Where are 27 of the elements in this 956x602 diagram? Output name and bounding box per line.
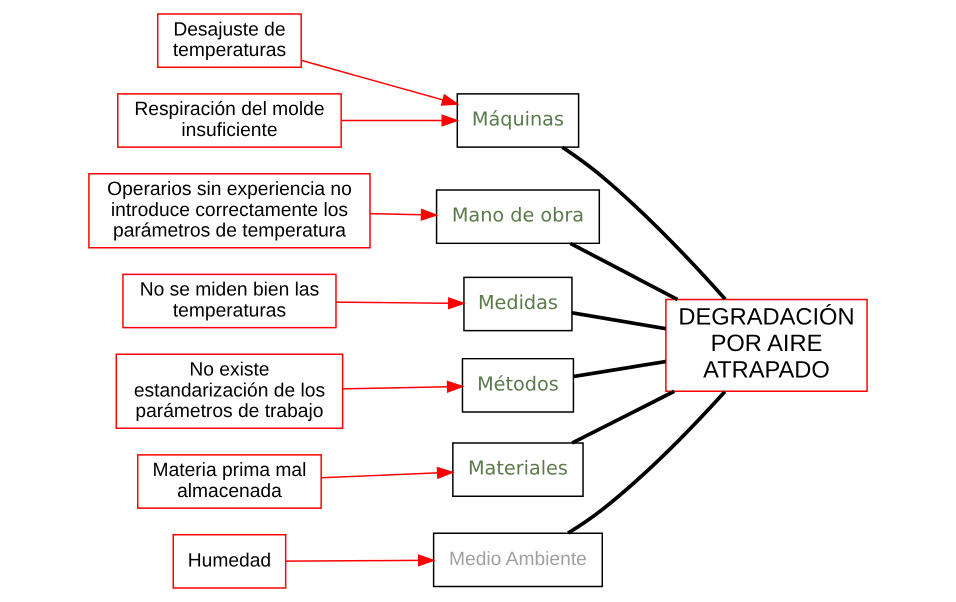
- node-box: Métodos: [462, 358, 574, 413]
- arrow: [321, 466, 455, 480]
- arrow: [342, 380, 465, 393]
- arrow: [341, 114, 460, 127]
- node-box: Respiración del molde insuficiente: [117, 93, 342, 148]
- connector: [571, 390, 676, 445]
- node-box: Medidas: [463, 276, 573, 332]
- arrow: [370, 208, 439, 221]
- node-box: No existe estandarización de los parámetros de trabajo: [116, 354, 344, 429]
- node-box: Operarios sin experiencia no introduce correctamente los parámetros de temperatura: [88, 173, 371, 248]
- node-box: Desajuste de temperaturas: [156, 13, 302, 68]
- node-box: Humedad: [172, 534, 286, 589]
- arrow: [336, 297, 466, 310]
- node-box: DEGRADACIÓN POR AIRE ATRAPADO: [665, 298, 868, 392]
- arrow: [301, 60, 460, 106]
- node-box: No se miden bien las temperaturas: [122, 274, 337, 328]
- connector: [561, 146, 727, 300]
- connector: [572, 311, 666, 330]
- node-box: Medio Ambiente: [432, 532, 603, 588]
- node-box: Materiales: [452, 442, 584, 498]
- node-box: Materia prima mal almacenada: [137, 454, 322, 509]
- connector: [574, 360, 666, 378]
- connector: [569, 242, 678, 302]
- node-box: Mano de obra: [436, 189, 600, 244]
- arrow: [286, 554, 436, 567]
- connector: [567, 390, 726, 535]
- node-box: Máquinas: [456, 93, 580, 148]
